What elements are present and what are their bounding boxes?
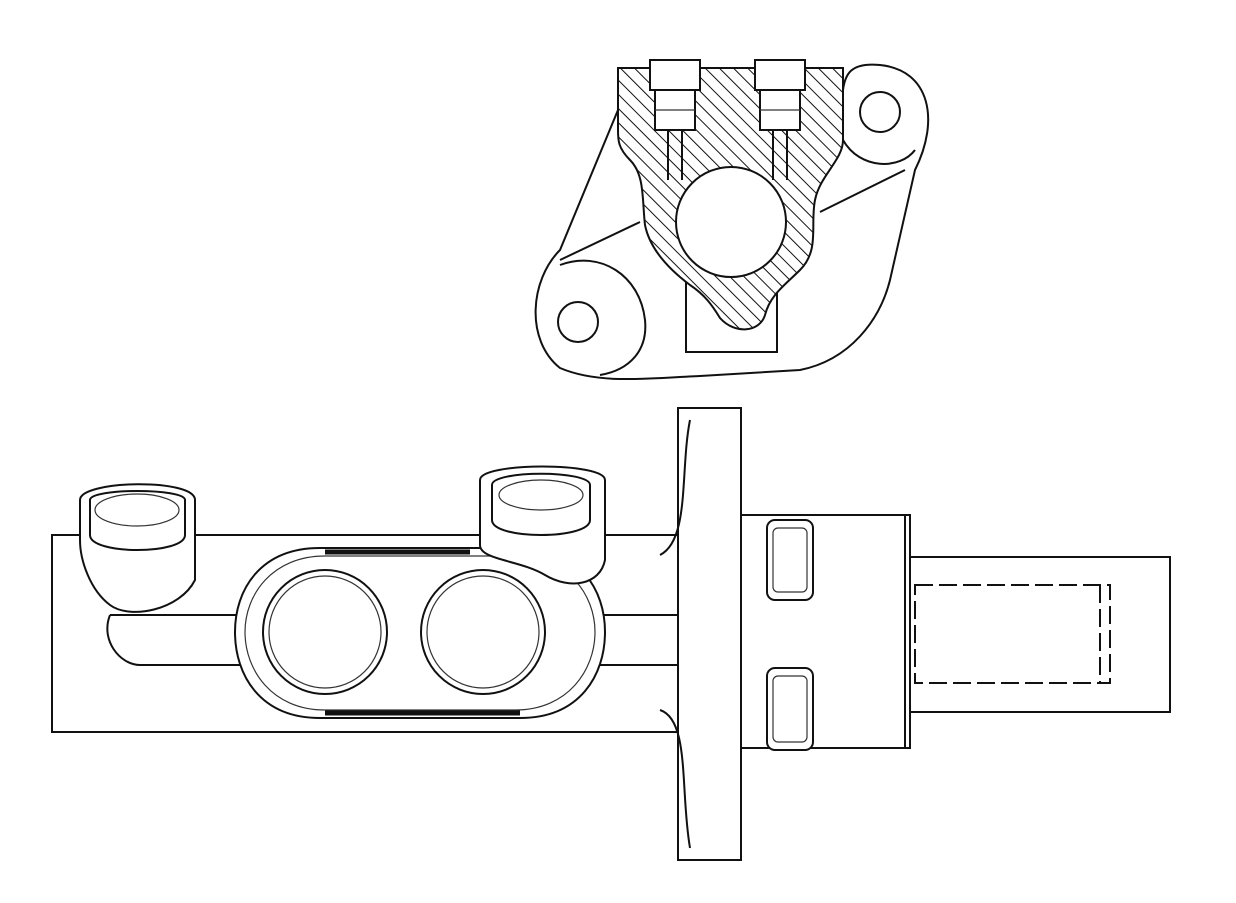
section-view — [534, 59, 930, 381]
port-fitting-left — [649, 59, 701, 180]
mounting-hole-left — [557, 301, 599, 343]
push-rod-hidden-bore — [914, 584, 1111, 684]
lug-left-outline — [559, 259, 647, 376]
port-circle-left — [262, 569, 388, 695]
outlet-boss-right — [479, 465, 606, 585]
side-view — [51, 407, 1171, 861]
slot-upper — [766, 519, 814, 601]
slot-lower — [766, 667, 814, 751]
slot-upper-inner — [772, 527, 808, 593]
mounting-flange — [677, 407, 742, 861]
port-circle-right-inner — [426, 575, 540, 689]
outlet-boss-left — [79, 483, 196, 613]
port-circle-right — [420, 569, 546, 695]
port-boss-inner — [244, 555, 596, 711]
port-fitting-right — [754, 59, 806, 180]
mounting-hole-right — [859, 91, 901, 133]
port-circle-left-inner — [268, 575, 382, 689]
lug-right-outline — [842, 139, 916, 165]
flange-edge-line — [559, 221, 641, 261]
push-rod — [909, 556, 1171, 713]
flange-edge-line — [819, 169, 906, 213]
bore-circle — [675, 166, 787, 278]
slot-lower-inner — [772, 675, 808, 743]
flange-fillet — [659, 419, 691, 849]
